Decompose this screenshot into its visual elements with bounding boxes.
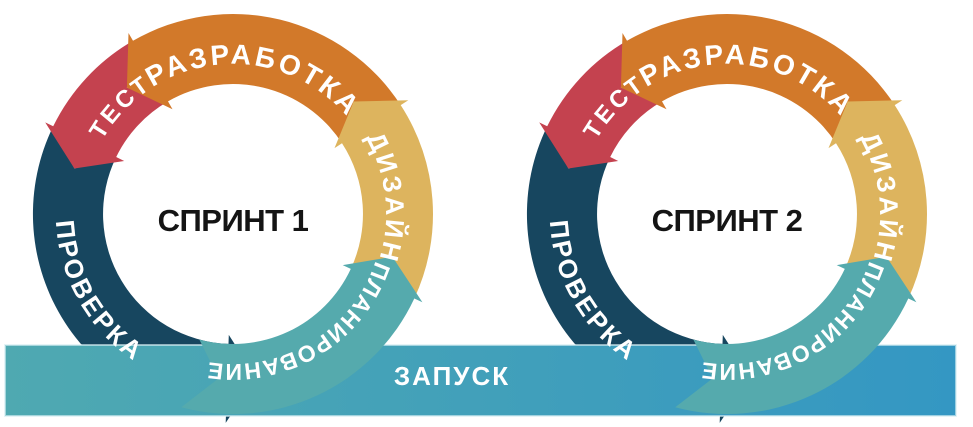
launch-bar-label: ЗАПУСК: [394, 361, 510, 391]
arc-planning-sprint2: [675, 256, 917, 415]
arc-test-sprint1: [45, 40, 169, 169]
sprint1-title: СПРИНТ 1: [158, 203, 309, 238]
arc-design-sprint1: [334, 100, 433, 299]
arc-development-sprint1: [126, 14, 401, 144]
arc-planning-sprint1: [181, 256, 423, 415]
planning-arcs-layer: [181, 256, 917, 415]
sprint2-title: СПРИНТ 2: [652, 203, 803, 238]
arc-design-sprint2: [828, 100, 927, 299]
arc-test-sprint2: [539, 40, 662, 169]
arc-development-sprint2: [620, 14, 895, 144]
